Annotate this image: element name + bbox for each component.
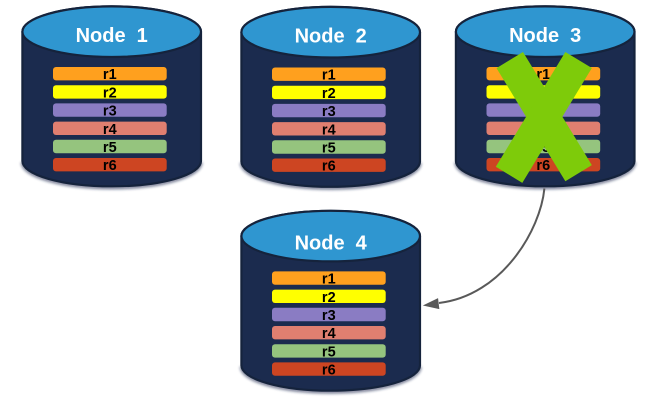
svg-text:Node 4: Node 4 — [295, 232, 368, 254]
svg-text:Node 1: Node 1 — [76, 25, 148, 47]
svg-text:Node 3: Node 3 — [509, 25, 581, 47]
svg-text:Node 2: Node 2 — [295, 26, 367, 48]
